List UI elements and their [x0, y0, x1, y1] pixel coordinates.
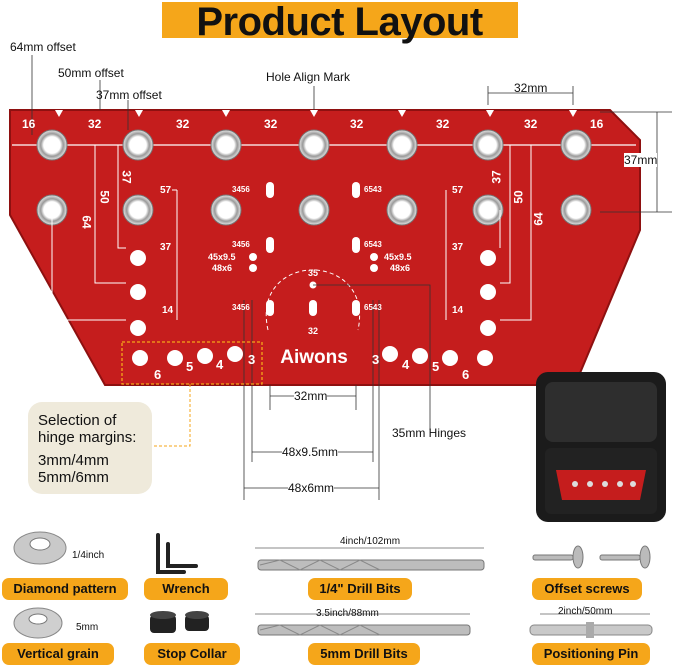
stop-collar-label: Stop Collar [144, 643, 240, 665]
stop-collars [150, 611, 209, 633]
offset-64-label: 64mm offset [10, 40, 76, 54]
wrench-label: Wrench [144, 578, 228, 600]
vertical-grain-label: Vertical grain [2, 643, 114, 665]
jig-labels: 16 32 32 32 32 32 32 16 37 50 64 37 50 6… [22, 117, 604, 382]
top-guide-rings [36, 129, 592, 161]
hole-align-label: Hole Align Mark [266, 70, 351, 84]
diamond-size-label: 1/4inch [72, 550, 105, 561]
dim-48x9-5: 48x9.5mm [282, 445, 339, 459]
drill14-label: 1/4" Drill Bits [308, 578, 412, 600]
pin-size-label: 2inch/50mm [558, 606, 613, 617]
wrench [156, 533, 198, 574]
page-title: Product Layout [196, 0, 483, 44]
carrying-case [536, 372, 666, 522]
dim-48x6: 48x6mm [288, 481, 335, 495]
offset-50-label: 50mm offset [58, 66, 124, 80]
dim-32-top: 32mm [514, 81, 548, 95]
margin-holes [130, 250, 496, 366]
jig-body [9, 109, 641, 386]
quarter-inch-drill-bit [255, 547, 485, 571]
title-highlight [162, 2, 518, 38]
hinge-margins-note: Selection of hinge margins: 3mm/4mm 5mm/… [28, 402, 152, 494]
dim-37-right: 37mm [624, 153, 658, 167]
brand-badge: Aiwons [268, 340, 360, 376]
positioning-pin [529, 613, 653, 638]
diamond-pattern-label: Diamond pattern [2, 578, 128, 600]
hinges-35-label: 35mm Hinges [392, 426, 467, 440]
drill5-label: 5mm Drill Bits [308, 643, 420, 665]
five-mm-drill-bit [255, 613, 471, 636]
vertical-grain-collar [13, 607, 63, 639]
offset-37-label: 37mm offset [96, 88, 162, 102]
drill14-size-label: 4inch/102mm [340, 536, 401, 547]
offset-screws-label: Offset screws [532, 578, 642, 600]
diamond-pattern-collar [13, 531, 67, 565]
dim-32-bottom: 32mm [294, 389, 328, 403]
drill5-size-label: 3.5inch/88mm [316, 608, 379, 619]
positioning-pin-label: Positioning Pin [532, 643, 650, 665]
offset-screws [532, 545, 651, 569]
vertical-size-label: 5mm [76, 622, 99, 633]
